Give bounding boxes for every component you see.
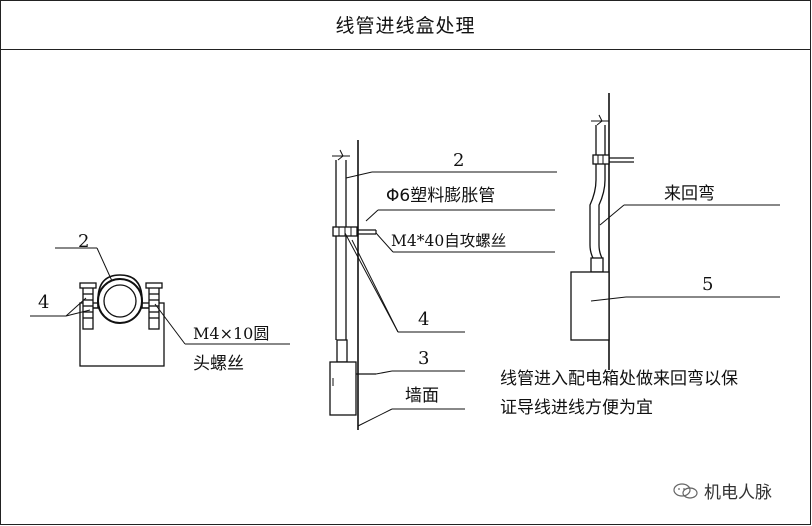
- right-clamp: [592, 154, 610, 165]
- bend-detail: [570, 93, 780, 370]
- junction-box: [329, 361, 357, 416]
- note-line-2: 证导线进线方便为宜: [500, 398, 653, 418]
- label-left-4: 4: [38, 292, 49, 313]
- conduit-box-entry: [336, 339, 348, 363]
- label-mid-screw: M4*40自攻螺丝: [391, 232, 506, 250]
- bent-conduit-left: [589, 164, 597, 265]
- label-left-2: 2: [78, 231, 89, 252]
- saddle-strap: [90, 274, 150, 309]
- label-mid-wall: 墙面: [405, 386, 439, 406]
- conduit-pipe-inner: [103, 284, 137, 318]
- label-left-screw-1: M4×10圆: [193, 324, 269, 343]
- note-line-1: 线管进入配电箱处做来回弯以保: [500, 369, 738, 389]
- label-mid-4: 4: [418, 309, 429, 330]
- label-mid-2: 2: [453, 150, 464, 171]
- label-right-bend: 来回弯: [664, 184, 715, 204]
- pipe-clamp-detail: [30, 247, 290, 367]
- screw-right: [145, 282, 163, 330]
- label-mid-anchor: Φ6塑料膨胀管: [386, 186, 495, 206]
- label-left-screw-2: 头螺丝: [193, 354, 244, 374]
- screw-left: [79, 282, 97, 330]
- label-mid-3: 3: [418, 348, 429, 369]
- wechat-icon: [673, 483, 698, 499]
- drawing-title: 线管进线盒处理: [335, 15, 476, 37]
- watermark-text: 机电人脉: [704, 483, 772, 503]
- distribution-box: [570, 271, 610, 341]
- label-right-5: 5: [702, 274, 713, 295]
- title-bar: 线管进线盒处理: [0, 0, 811, 50]
- wall-mount-detail: [329, 140, 557, 430]
- bent-conduit-right: [598, 164, 606, 265]
